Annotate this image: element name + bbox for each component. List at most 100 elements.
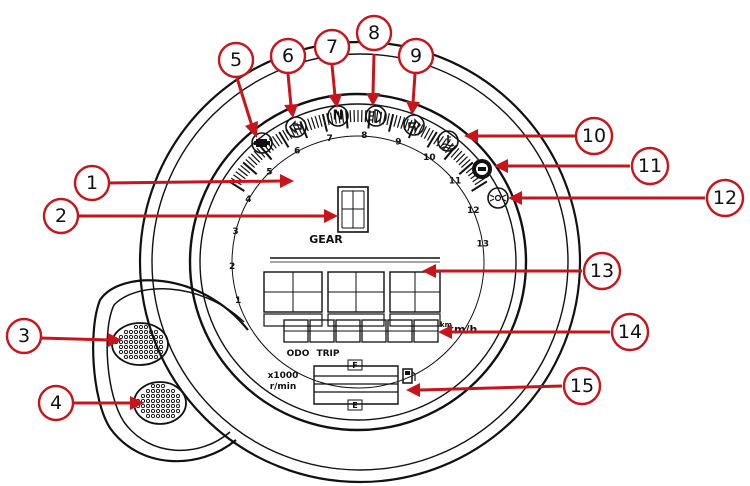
callout-12: 12: [705, 178, 745, 218]
tach-tick: [310, 117, 316, 129]
right-turn-signal-icon: [403, 114, 425, 136]
grille-dot: [128, 339, 134, 345]
grille-dot: [148, 349, 154, 355]
tach-tick: [253, 150, 263, 161]
grille-dot: [160, 388, 166, 394]
tach-tick: [250, 153, 261, 163]
callout-4-number: 4: [50, 392, 62, 414]
callout-11-number: 11: [638, 155, 662, 177]
tach-number: 6: [294, 147, 300, 157]
tach-tick: [333, 111, 337, 124]
tach-tick: [248, 156, 258, 166]
tach-number: 3: [232, 227, 238, 237]
grille-dot: [133, 349, 139, 355]
grille-dot: [143, 354, 149, 360]
tach-tick: [278, 131, 290, 148]
tach-tick: [453, 150, 463, 161]
gear-indicator-digit: [337, 186, 369, 233]
mode-button-top[interactable]: [111, 322, 169, 366]
grille-dot: [158, 349, 164, 355]
tach-tick: [400, 117, 406, 129]
grille-dot: [175, 393, 181, 399]
callout-2-number: 2: [55, 205, 67, 227]
tach-tick: [275, 133, 283, 145]
callout-2: 2: [42, 197, 80, 235]
tach-tick: [329, 112, 334, 125]
callout-4: 4: [37, 384, 75, 422]
tach-number: 13: [477, 239, 490, 249]
grille-dot: [165, 403, 171, 409]
tach-tick: [282, 129, 290, 141]
callout-8: 8: [355, 14, 393, 52]
coolant-temperature-icon: [437, 130, 459, 152]
grille-dot: [148, 339, 154, 345]
tach-tick: [460, 159, 471, 169]
grille-dot: [133, 344, 139, 350]
grille-dot: [143, 324, 149, 330]
left-turn-signal-icon: [285, 116, 307, 138]
grille-dot: [170, 388, 176, 394]
tach-tick: [458, 156, 468, 166]
grille-dot: [175, 408, 181, 414]
grille-dot: [138, 329, 144, 335]
callout-1: 1: [73, 164, 111, 202]
position-light-icon: [487, 187, 509, 209]
gear-label: GEAR: [309, 233, 343, 246]
svg-text:N: N: [333, 109, 344, 124]
tach-tick: [393, 114, 398, 127]
tach-number: 8: [361, 131, 367, 141]
grille-dot: [160, 393, 166, 399]
grille-dot: [153, 334, 159, 340]
cluster-housing: [92, 40, 582, 484]
grille-dot: [140, 393, 146, 399]
grille-dot: [143, 339, 149, 345]
fuel-empty-label: E: [352, 401, 357, 410]
tach-tick: [371, 110, 375, 123]
grille-dot: [150, 388, 156, 394]
fuel-gauge: [313, 359, 399, 411]
callout-3: 3: [5, 317, 43, 355]
grille-dot: [155, 408, 161, 414]
grille-dot: [148, 334, 154, 340]
tach-tick: [349, 110, 352, 123]
tach-number: 10: [423, 153, 436, 163]
grille-dot: [133, 329, 139, 335]
grille-dot: [138, 334, 144, 340]
grille-dot: [158, 334, 164, 340]
grille-dot: [145, 408, 151, 414]
grille-dot: [150, 393, 156, 399]
grille-dot: [148, 344, 154, 350]
callout-6-number: 6: [282, 45, 294, 67]
grille-dot: [165, 398, 171, 404]
callout-15-number: 15: [570, 375, 594, 397]
tach-tick: [318, 114, 323, 127]
grille-dot: [145, 388, 151, 394]
grille-dot: [170, 398, 176, 404]
grille-dot: [140, 408, 146, 414]
grille-dot: [143, 349, 149, 355]
callout-11: 11: [630, 146, 670, 186]
grille-dot: [143, 344, 149, 350]
tach-tick: [386, 113, 390, 126]
grille-dot: [133, 339, 139, 345]
tach-tick: [407, 119, 413, 132]
grille-dot: [123, 354, 129, 360]
grille-dot: [150, 408, 156, 414]
grille-dot: [133, 334, 139, 340]
grille-dot: [123, 334, 129, 340]
callout-15: 15: [562, 366, 602, 406]
tach-tick: [268, 138, 277, 149]
tach-tick: [375, 111, 379, 124]
callout-12-number: 12: [713, 187, 737, 209]
grille-dot: [153, 354, 159, 360]
fuel-full-label: F: [352, 361, 357, 370]
grille-dot: [145, 403, 151, 409]
grille-dot: [138, 339, 144, 345]
grille-dot: [143, 329, 149, 335]
trip-label: TRIP: [316, 349, 339, 359]
grille-dot: [175, 403, 181, 409]
grille-dot: [150, 413, 156, 419]
grille-dot: [160, 398, 166, 404]
tach-number: 5: [266, 167, 272, 177]
